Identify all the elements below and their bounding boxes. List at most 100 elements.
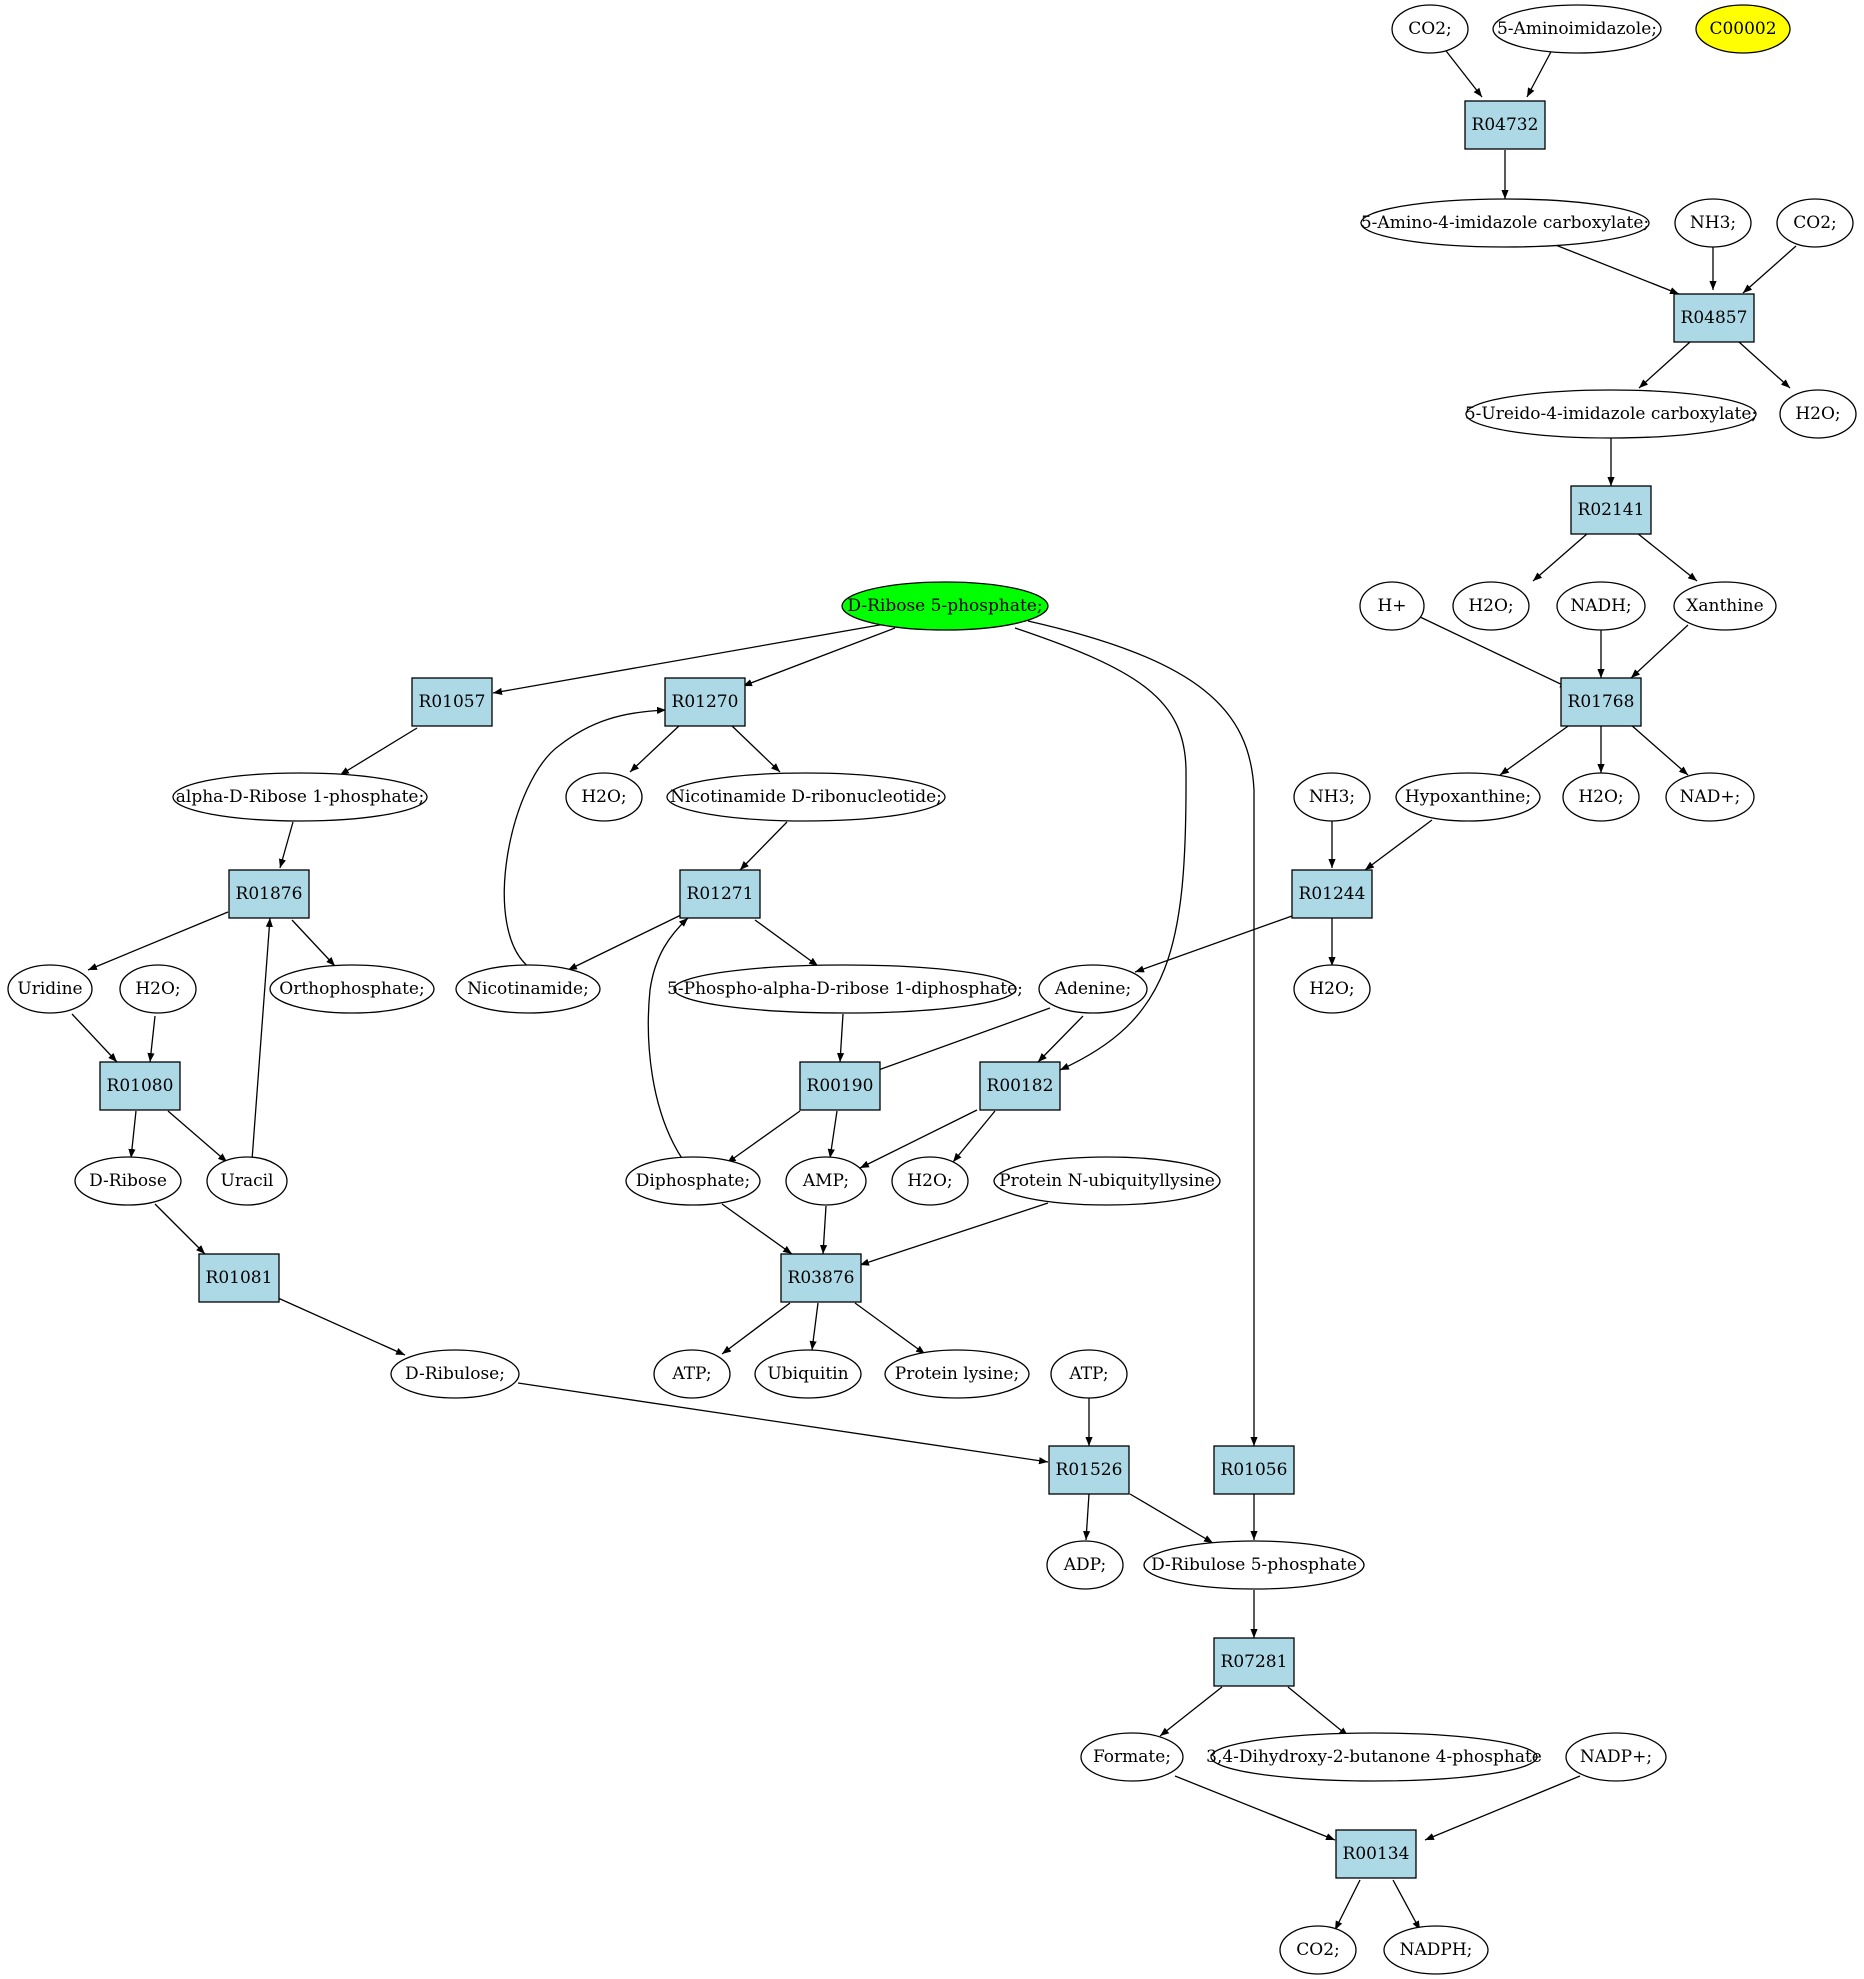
reaction-r01056[interactable]: R01056 — [1213, 1445, 1295, 1495]
compound-h2o[interactable]: H2O; — [1452, 581, 1530, 631]
edge-r01057-to-adr1p — [339, 727, 418, 776]
compound-co2[interactable]: CO2; — [1279, 1925, 1357, 1975]
reaction-r01080[interactable]: R01080 — [99, 1061, 181, 1111]
compound-nadh[interactable]: NADH; — [1556, 581, 1646, 631]
reaction-r03876[interactable]: R03876 — [780, 1253, 862, 1303]
edge-r01768-to-nadplus — [1629, 723, 1689, 776]
compound-nh3[interactable]: NH3; — [1293, 772, 1371, 822]
edge-r01876-to-orthophosphate — [291, 919, 336, 967]
reaction-r04857[interactable]: R04857 — [1673, 293, 1755, 343]
compound-h-plus[interactable]: H+ — [1359, 581, 1425, 631]
compound-d-ribulose-5-phosphate[interactable]: D-Ribulose 5-phosphate — [1143, 1540, 1365, 1590]
compound-5-aminoimidazole[interactable]: 5-Aminoimidazole; — [1492, 4, 1662, 54]
compound-h2o[interactable]: H2O; — [891, 1156, 969, 1206]
compound-protein-lysine[interactable]: Protein lysine; — [884, 1349, 1030, 1399]
edge-aicarb-to-r04857 — [1547, 241, 1680, 295]
compound-nadp-plus[interactable]: NADP+; — [1565, 1732, 1667, 1782]
compound-co2[interactable]: CO2; — [1776, 198, 1854, 248]
compound-nh3[interactable]: NH3; — [1674, 198, 1752, 248]
compound-nicotinamide-d-ribonucleotide[interactable]: Nicotinamide D-ribonucleotide; — [666, 772, 946, 822]
edge-h2o-to-r01080 — [147, 1015, 156, 1063]
compound-h2o[interactable]: H2O; — [119, 964, 197, 1014]
compound-orthophosphate[interactable]: Orthophosphate; — [269, 964, 435, 1014]
compound-5-amino-4-imidazole-carboxylate[interactable]: 5-Amino-4-imidazole carboxylate; — [1360, 198, 1650, 248]
compound-h2o[interactable]: H2O; — [565, 772, 643, 822]
compound-amp[interactable]: AMP; — [785, 1156, 867, 1206]
compound-hypoxanthine[interactable]: Hypoxanthine; — [1395, 772, 1541, 822]
reaction-r04732[interactable]: R04732 — [1464, 100, 1546, 150]
compound-label: ADP; — [1063, 1555, 1106, 1575]
edge-r02141-to-h2o — [1532, 532, 1589, 582]
compound-protein-n-ubiquityllysine[interactable]: Protein N-ubiquityllysine — [993, 1156, 1221, 1206]
compound-h2o[interactable]: H2O; — [1293, 964, 1371, 1014]
edge-r5p-to-r01270 — [742, 627, 896, 687]
reaction-r00134[interactable]: R00134 — [1335, 1829, 1417, 1879]
compound-atp[interactable]: ATP; — [653, 1349, 731, 1399]
edge-diphosphate-to-r03876 — [721, 1203, 793, 1255]
compound-5-phospho-alpha-d-ribose-1-diphosphate[interactable]: 5-Phospho-alpha-D-ribose 1-diphosphate; — [667, 964, 1023, 1014]
reaction-r01081[interactable]: R01081 — [198, 1253, 280, 1303]
reaction-label: R01080 — [107, 1076, 174, 1096]
compound-5-ureido-4-imidazole-carboxylate[interactable]: 5-Ureido-4-imidazole carboxylate; — [1465, 389, 1757, 439]
compound-3-4-dihydroxy-2-butanone-4-phosphate[interactable]: 3,4-Dihydroxy-2-butanone 4-phosphate — [1206, 1732, 1542, 1782]
compound-formate[interactable]: Formate; — [1080, 1732, 1184, 1782]
compound-ubiquitin[interactable]: Ubiquitin — [754, 1349, 862, 1399]
reaction-label: R01057 — [419, 692, 486, 712]
reaction-r00182[interactable]: R00182 — [979, 1061, 1061, 1111]
compound-nicotinamide[interactable]: Nicotinamide; — [455, 964, 601, 1014]
edge-r01526-to-ru5p — [1129, 1493, 1214, 1544]
compound-h2o[interactable]: H2O; — [1779, 389, 1857, 439]
compound-h2o[interactable]: H2O; — [1562, 772, 1640, 822]
reaction-label: R01876 — [236, 884, 303, 904]
edge-r01271-to-prpp — [754, 919, 819, 967]
compound-label: 5-Aminoimidazole; — [1497, 19, 1657, 39]
edge-r5p-to-r01057 — [492, 623, 886, 695]
compound-d-ribose[interactable]: D-Ribose — [74, 1156, 182, 1206]
compound-nadph[interactable]: NADPH; — [1383, 1925, 1489, 1975]
compound-xanthine[interactable]: Xanthine — [1673, 581, 1777, 631]
compound-adenine[interactable]: Adenine; — [1038, 964, 1148, 1014]
compound-co2[interactable]: CO2; — [1391, 4, 1469, 54]
reaction-label: R01271 — [687, 884, 754, 904]
reaction-r01768[interactable]: R01768 — [1560, 677, 1642, 727]
compound-label: Orthophosphate; — [279, 979, 424, 999]
reaction-r01526[interactable]: R01526 — [1048, 1445, 1130, 1495]
reaction-r02141[interactable]: R02141 — [1570, 485, 1652, 535]
compound-nad-plus[interactable]: NAD+; — [1665, 772, 1755, 822]
edge-formate-to-r00134 — [1174, 1775, 1336, 1841]
compound-c00002[interactable]: C00002 — [1695, 4, 1791, 54]
reaction-r01244[interactable]: R01244 — [1291, 869, 1373, 919]
reaction-r01271[interactable]: R01271 — [679, 869, 761, 919]
compound-atp[interactable]: ATP; — [1050, 1349, 1128, 1399]
reaction-label: R02141 — [1578, 500, 1645, 520]
edge-co2-to-r04732 — [1442, 46, 1483, 98]
reaction-r07281[interactable]: R07281 — [1213, 1637, 1295, 1687]
reaction-label: R04732 — [1472, 115, 1539, 135]
compound-uracil[interactable]: Uracil — [206, 1156, 288, 1206]
edge-adr1p-to-r01876 — [278, 821, 294, 869]
edge-r5p-to-r00182 — [1014, 627, 1187, 1071]
compound-d-ribulose[interactable]: D-Ribulose; — [390, 1349, 520, 1399]
compound-adp[interactable]: ADP; — [1046, 1540, 1124, 1590]
compound-label: Nicotinamide; — [467, 979, 589, 999]
edge-hypoxanthine-to-r01244 — [1364, 819, 1433, 871]
reaction-r01057[interactable]: R01057 — [411, 677, 493, 727]
compound-label: D-Ribose 5-phosphate; — [847, 596, 1042, 616]
compound-diphosphate[interactable]: Diphosphate; — [625, 1156, 761, 1206]
compound-label: NH3; — [1309, 787, 1355, 807]
reaction-r00190[interactable]: R00190 — [799, 1061, 881, 1111]
compound-alpha-d-ribose-1-phosphate[interactable]: alpha-D-Ribose 1-phosphate; — [172, 772, 428, 822]
compound-label: Adenine; — [1054, 979, 1131, 999]
edge-r01244-to-adenine — [1134, 915, 1293, 973]
compound-uridine[interactable]: Uridine — [7, 964, 93, 1014]
edge-r04857-to-ureido — [1638, 341, 1691, 389]
compound-label: H+ — [1377, 596, 1406, 616]
reaction-r01270[interactable]: R01270 — [664, 677, 746, 727]
compound-d-ribose-5-phosphate[interactable]: D-Ribose 5-phosphate; — [841, 581, 1049, 631]
edge-aminoimidazole-to-r04732 — [1526, 47, 1554, 98]
compound-label: ATP; — [1068, 1364, 1108, 1384]
reaction-r01876[interactable]: R01876 — [228, 869, 310, 919]
edge-r00182-to-amp — [859, 1109, 978, 1169]
compound-label: Xanthine — [1686, 596, 1763, 616]
